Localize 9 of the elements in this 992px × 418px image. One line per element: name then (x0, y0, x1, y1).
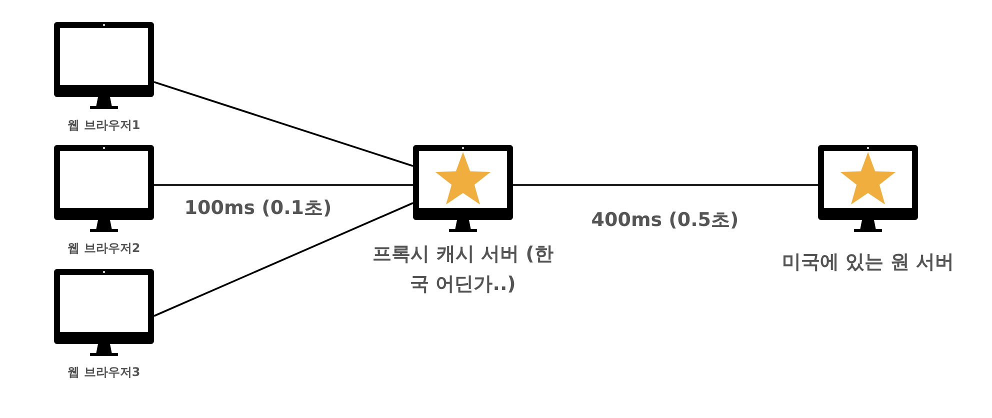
node-label: 웹 브라우저1 (68, 117, 140, 134)
connector-line (513, 184, 818, 186)
node-label: 프록시 캐시 서버 (한국 어딘가..) (372, 242, 554, 298)
connector-line (154, 184, 413, 186)
connector-line (154, 202, 414, 317)
connector-line (154, 81, 414, 167)
node-label: 웹 브라우저3 (68, 364, 140, 381)
node-label: 웹 브라우저2 (68, 240, 140, 257)
node-label: 미국에 있는 원 서버 (782, 250, 954, 275)
